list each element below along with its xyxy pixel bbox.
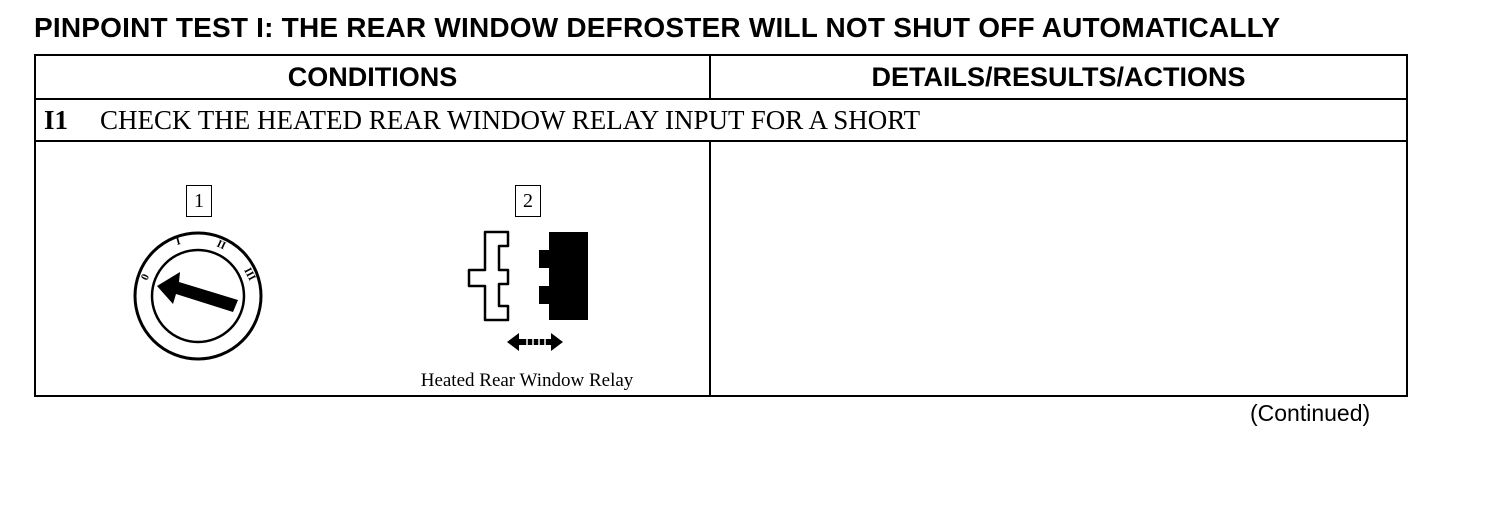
ignition-key-arrow [157, 272, 238, 312]
relay-connector-outline [467, 230, 510, 322]
details-header: DETAILS/RESULTS/ACTIONS [711, 56, 1406, 100]
step-title: CHECK THE HEATED REAR WINDOW RELAY INPUT… [100, 104, 921, 135]
continued-label: (Continued) [1250, 400, 1371, 426]
conditions-cell: 1 2 0 I II III Heated Rear Window Relay [36, 142, 711, 395]
relay-caption: Heated Rear Window Relay [420, 370, 634, 391]
ignition-position-1: I [175, 235, 182, 248]
relay-double-arrow [507, 333, 563, 351]
ignition-position-3: III [241, 266, 258, 283]
callout-2: 2 [515, 185, 541, 217]
step-row: I1 CHECK THE HEATED REAR WINDOW RELAY IN… [36, 100, 1406, 142]
relay-arrow-hatch [526, 338, 546, 346]
ignition-switch-icon: 0 I II III [133, 231, 263, 361]
relay-connector-icon [467, 230, 588, 351]
ignition-position-0: 0 [139, 272, 152, 283]
relay-connector-solid [539, 232, 588, 320]
pinpoint-test-table: CONDITIONS DETAILS/RESULTS/ACTIONS I1 CH… [34, 54, 1408, 397]
callout-1: 1 [186, 185, 212, 217]
ignition-position-2: II [215, 238, 228, 252]
step-id: I1 [44, 104, 69, 135]
page-title: PINPOINT TEST I: THE REAR WINDOW DEFROST… [34, 12, 1281, 43]
conditions-header: CONDITIONS [36, 56, 711, 100]
details-cell [711, 142, 1406, 395]
